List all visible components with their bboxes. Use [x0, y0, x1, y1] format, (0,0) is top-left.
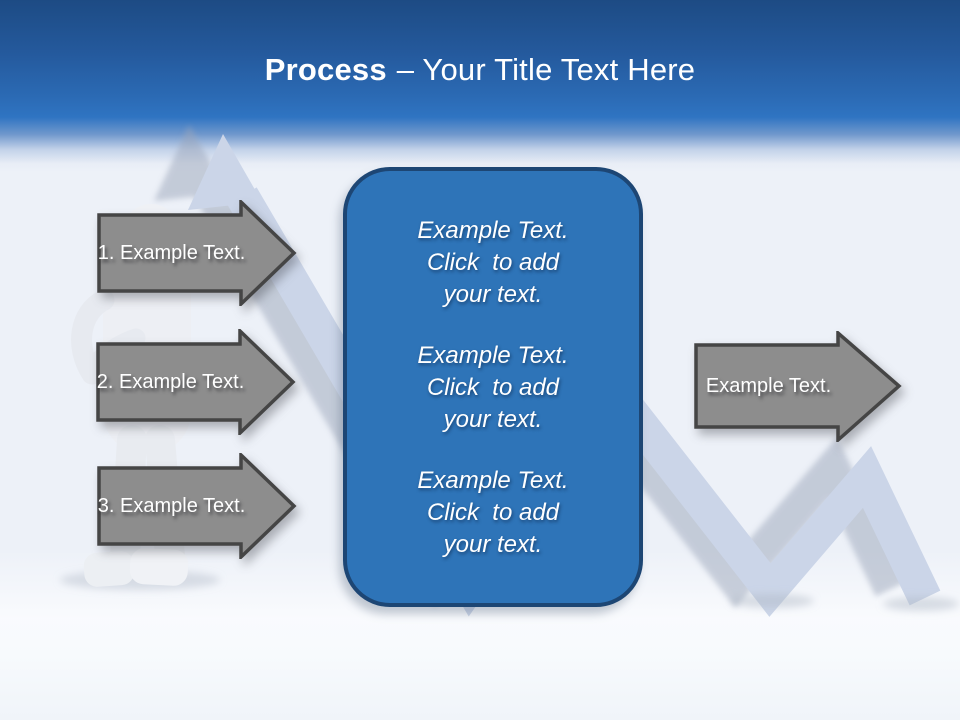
step-arrow-1: 1. Example Text. — [97, 200, 297, 306]
panel-text-line: Click to add — [426, 249, 560, 276]
output-arrow: Example Text. — [694, 331, 902, 442]
right-arrow-shape-icon — [694, 331, 902, 442]
center-text-panel: Example Text. Click to add your text. Ex… — [343, 167, 643, 607]
title-banner — [0, 0, 960, 172]
right-arrow-shape-icon — [96, 329, 296, 435]
step-arrow-2: 2. Example Text. — [96, 329, 296, 435]
panel-text-line: Example Text. — [417, 467, 569, 494]
panel-text-block: Example Text. Click to add your text. — [361, 215, 625, 311]
panel-text-line: Click to add — [426, 499, 560, 526]
output-arrow-label: Example Text. — [705, 374, 832, 397]
slide-title: Process – Your Title Text Here — [0, 52, 960, 88]
right-arrow-shape-icon — [97, 200, 297, 306]
panel-text-line: your text. — [443, 406, 543, 433]
panel-text-line: your text. — [443, 531, 543, 558]
panel-text-block: Example Text. Click to add your text. — [361, 465, 625, 561]
panel-text-line: Example Text. — [417, 217, 569, 244]
slide-title-text: – Your Title Text Here — [396, 52, 696, 87]
step-arrow-1-label: 1. Example Text. — [97, 241, 246, 264]
panel-text-line: Example Text. — [417, 342, 569, 369]
right-arrow-shape-icon — [97, 453, 297, 559]
panel-text-line: your text. — [443, 281, 543, 308]
line-floor-shadow — [730, 594, 814, 608]
panel-text-line: Click to add — [426, 374, 560, 401]
step-arrow-3-label: 3. Example Text. — [97, 494, 246, 517]
step-arrow-3: 3. Example Text. — [97, 453, 297, 559]
line-floor-shadow — [883, 597, 959, 611]
step-arrow-2-label: 2. Example Text. — [96, 370, 245, 393]
slide-title-keyword: Process — [264, 52, 387, 87]
panel-text-block: Example Text. Click to add your text. — [361, 340, 625, 436]
